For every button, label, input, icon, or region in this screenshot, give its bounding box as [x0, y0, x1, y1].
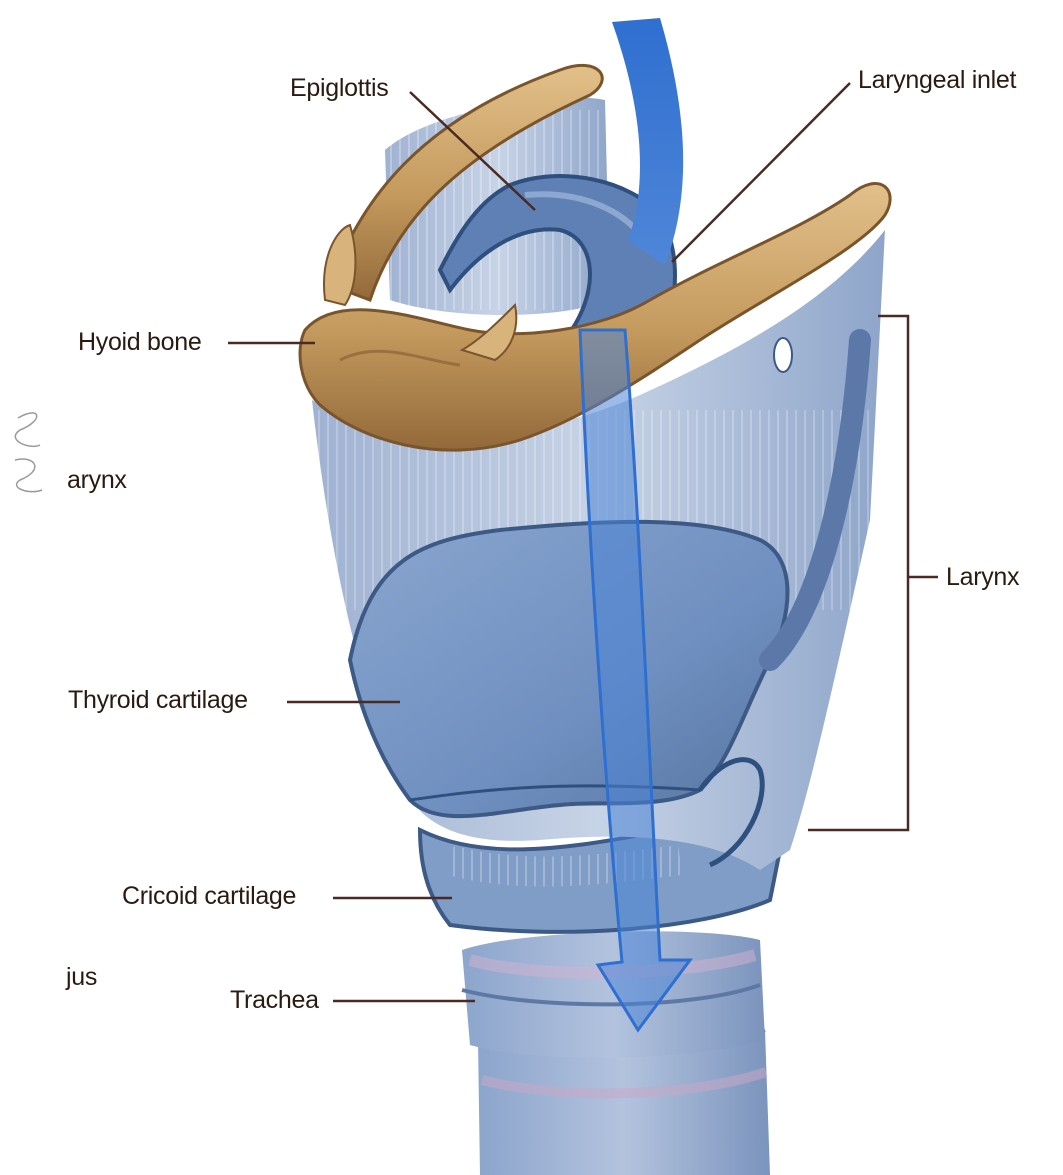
leader-laryngeal-inlet — [671, 82, 851, 263]
label-esophagus-fragment: jus — [66, 963, 98, 991]
thyroid-cartilage-shape — [347, 329, 871, 868]
label-larynx: Larynx — [946, 563, 1020, 591]
leader-epiglottis — [409, 91, 536, 211]
membrane-foramen — [773, 337, 793, 373]
leader-lines — [228, 82, 938, 1003]
label-larynx-left-fragment: arynx — [67, 466, 127, 494]
label-laryngeal-inlet: Laryngeal inlet — [858, 66, 1017, 94]
label-hyoid-bone: Hyoid bone — [78, 328, 202, 356]
larynx-bracket — [808, 314, 910, 832]
label-thyroid-cartilage: Thyroid cartilage — [68, 686, 248, 714]
airflow-arrow — [578, 18, 693, 1033]
hyoid-bone-shape — [298, 63, 892, 452]
label-cricoid-cartilage: Cricoid cartilage — [122, 882, 297, 910]
label-trachea: Trachea — [230, 986, 319, 1014]
margin-scribble — [14, 412, 43, 493]
label-epiglottis: Epiglottis — [290, 74, 389, 102]
